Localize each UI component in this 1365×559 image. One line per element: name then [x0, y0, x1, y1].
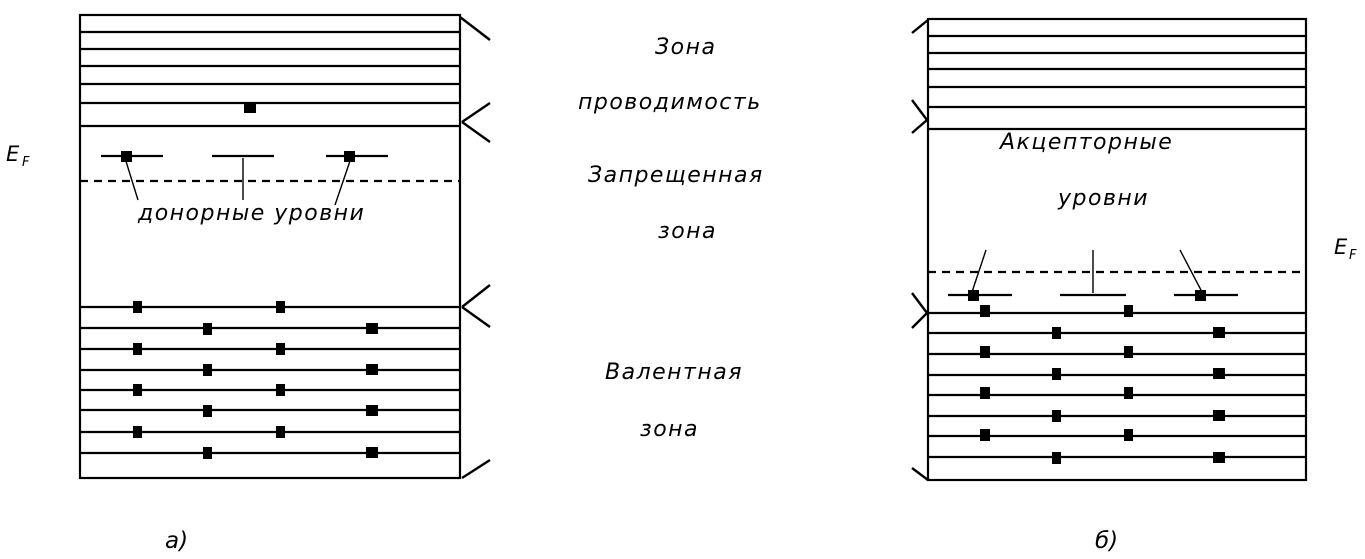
label-conduction-line2: проводимость [578, 90, 762, 115]
panel-left-frame [78, 13, 462, 480]
fermi-label-right-sub: F [1349, 248, 1357, 263]
panel-right-p-type [911, 17, 1308, 482]
panel-left-n-type [78, 13, 491, 480]
donor-electron [121, 151, 132, 162]
caption-left: а) [165, 528, 188, 554]
right-acceptor-pointers [971, 249, 1203, 293]
label-donor-levels: донорные уровни [137, 201, 365, 226]
left-band-brackets [459, 16, 491, 480]
left-carriers [121, 103, 378, 459]
right-conduction-band-lines [928, 34, 1306, 131]
right-band-brackets [911, 19, 929, 481]
fermi-label-right: E F [1334, 235, 1357, 263]
acceptor-electron [1195, 290, 1206, 301]
fermi-label-right-main: E [1334, 235, 1348, 259]
fermi-label-left-main: E [6, 142, 20, 166]
right-carriers [968, 290, 1225, 464]
fermi-label-left: E F [6, 142, 30, 170]
label-conduction-line1: Зона [655, 35, 716, 60]
left-conduction-band-lines [80, 30, 460, 128]
panel-right-frame [926, 17, 1308, 482]
label-acceptor-line1: Акцепторные [998, 130, 1173, 155]
label-acceptor-line2: уровни [1057, 186, 1149, 211]
label-valence-line2: зона [640, 417, 699, 442]
caption-right: б) [1095, 528, 1118, 554]
label-forbidden-line1: Запрещенная [588, 163, 764, 188]
left-valence-band-lines [80, 305, 460, 455]
label-forbidden-line2: зона [658, 219, 717, 244]
fermi-label-left-sub: F [22, 155, 30, 170]
label-valence-line1: Валентная [605, 360, 743, 385]
left-donor-pointers [124, 157, 352, 206]
conduction-electron [244, 103, 256, 113]
donor-electron [344, 151, 355, 162]
right-valence-band-lines [928, 311, 1306, 459]
acceptor-electron [968, 290, 979, 301]
